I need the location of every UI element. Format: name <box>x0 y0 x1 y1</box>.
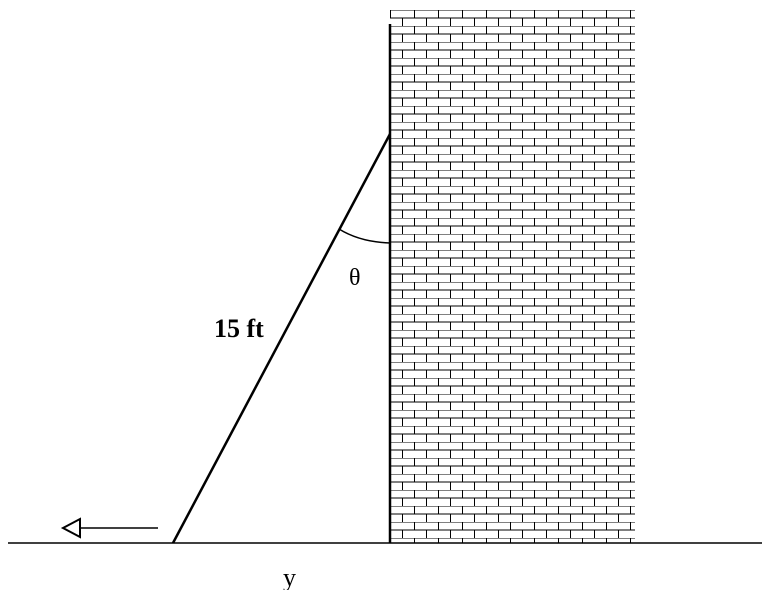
horizontal-distance-label: y <box>283 563 296 590</box>
ladder <box>171 133 392 544</box>
brick-wall <box>390 10 635 543</box>
angle-label: θ <box>349 265 361 291</box>
ladder-length-label: 15 ft <box>214 314 264 343</box>
angle-arc <box>338 228 391 244</box>
direction-arrow-head <box>60 517 81 539</box>
